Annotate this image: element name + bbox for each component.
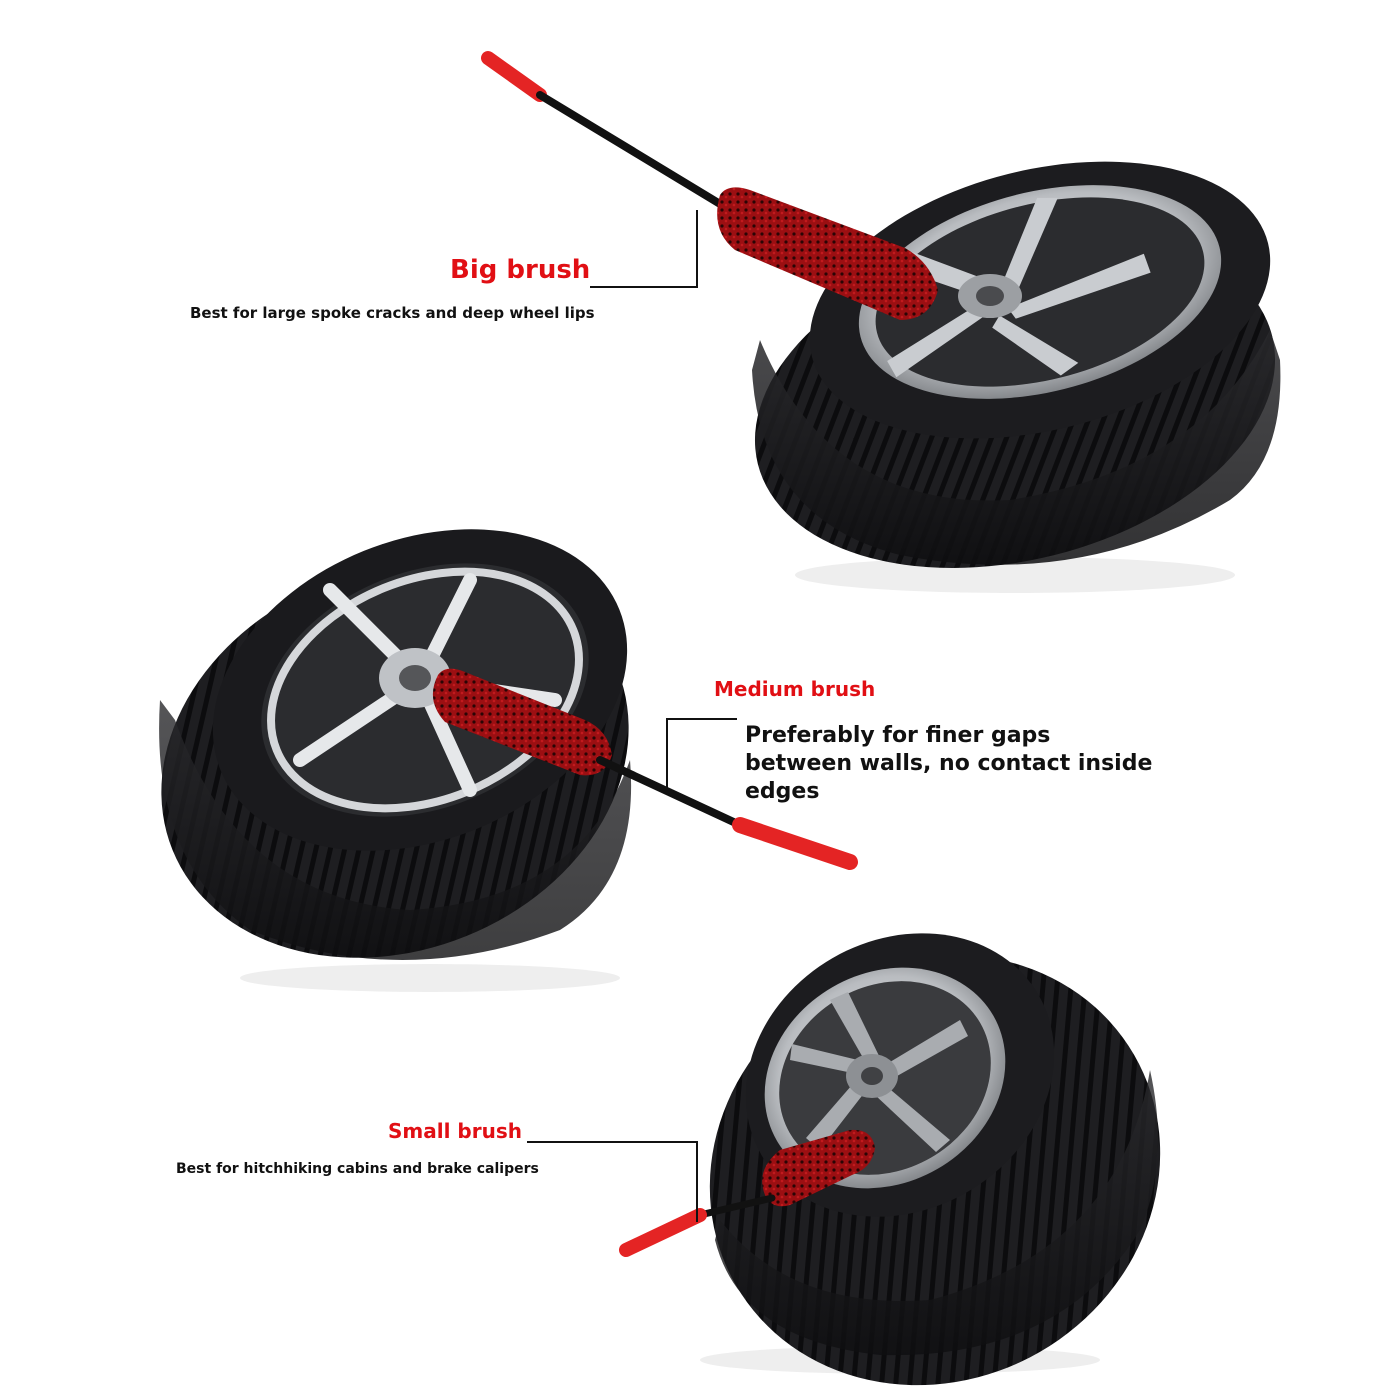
medium-brush-description: Preferably for finer gaps between walls,… xyxy=(745,723,1153,804)
tire-top xyxy=(752,161,1281,593)
big-brush-description: Best for large spoke cracks and deep whe… xyxy=(190,304,595,322)
medium-brush-title: Medium brush xyxy=(714,677,876,701)
tire-middle xyxy=(159,529,632,992)
small-brush-leader xyxy=(527,1141,698,1222)
big-brush-leader xyxy=(590,210,698,288)
medium-brush-leader xyxy=(666,718,737,790)
small-brush-description: Best for hitchhiking cabins and brake ca… xyxy=(176,1161,539,1177)
big-brush-title: Big brush xyxy=(450,255,591,285)
small-brush-title: Small brush xyxy=(388,1119,522,1143)
big-brush-image xyxy=(481,51,938,320)
tire-bottom xyxy=(700,933,1161,1386)
small-brush-image xyxy=(619,1129,875,1257)
leader-lines xyxy=(527,210,737,1222)
medium-brush-image xyxy=(432,668,858,870)
